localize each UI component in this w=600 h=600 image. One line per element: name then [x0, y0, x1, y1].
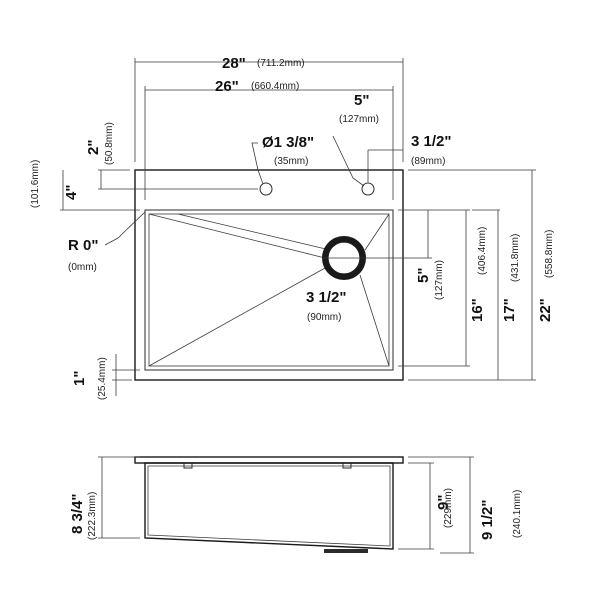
slope-line: [148, 267, 326, 367]
faucet-hole-left: [259, 182, 273, 196]
drain-stub: [324, 549, 368, 553]
sink-bowl-outline: [144, 209, 394, 371]
dim-9-1-2-mm: (240.1mm): [512, 490, 523, 538]
side-view: 8 3/4" (222.3mm) 9" (229mm) 9 1/2" (240.…: [69, 456, 523, 554]
sink-flange: [134, 456, 404, 464]
slope-line: [148, 213, 326, 259]
dim-drain-inch: 3 1/2": [306, 289, 346, 306]
hole-leader-left: [251, 142, 264, 185]
dim-8-3-4-inch: 8 3/4": [69, 494, 86, 534]
faucet-hole-right: [361, 182, 375, 196]
sink-body: [144, 462, 394, 550]
dim-hole-inch: Ø1 3/8": [262, 134, 314, 151]
dim-right-offset-mm: (89mm): [411, 156, 445, 167]
dim-5-mm: (127mm): [339, 114, 379, 125]
dim-22-inch: 22": [537, 298, 554, 322]
dim-4-mm: (101.6mm): [30, 160, 41, 208]
dim-28-inch: 28": [222, 55, 246, 72]
dim-drain-offset-mm: (127mm): [434, 260, 445, 300]
dim-2-inch: 2": [85, 140, 102, 155]
dim-hole-mm: (35mm): [274, 156, 308, 167]
dim-8-3-4-mm: (222.3mm): [87, 492, 98, 540]
slope-line: [364, 213, 390, 251]
radius-leader: [104, 211, 146, 246]
dim-2-mm: (50.8mm): [104, 122, 115, 165]
dim-9-1-2-inch: 9 1/2": [479, 500, 496, 540]
dim-5-inch: 5": [354, 92, 369, 109]
dim-9-inch: 9": [435, 495, 452, 510]
dim-22-mm: (558.8mm): [544, 230, 555, 278]
dim-26-inch: 26": [215, 78, 239, 95]
mounting-clip-left: [183, 462, 193, 469]
hole-leader-right: [332, 135, 365, 187]
dim-radius-mm: (0mm): [68, 262, 97, 273]
dim-right-offset-inch: 3 1/2": [411, 133, 451, 150]
dim-radius-inch: R 0": [68, 237, 98, 254]
top-view: 28" (711.2mm) 26" (660.4mm) 5" (127mm) Ø…: [30, 55, 555, 400]
sink-body-inner: [147, 465, 391, 547]
slope-line: [359, 274, 390, 367]
mounting-clip-right: [342, 462, 352, 469]
dim-28-mm: (711.2mm): [257, 58, 305, 69]
dim-17-mm: (431.8mm): [510, 234, 521, 282]
dim-drain-offset-inch: 5": [415, 268, 432, 283]
dim-17-inch: 17": [501, 298, 518, 322]
dim-9-mm: (229mm): [443, 488, 454, 528]
slope-line: [177, 213, 331, 251]
sink-outer-outline: [134, 169, 404, 381]
dim-1-inch: 1": [71, 371, 88, 386]
dim-drain-mm: (90mm): [307, 312, 341, 323]
sink-bowl-inner: [148, 213, 390, 367]
dim-26-mm: (660.4mm): [251, 81, 299, 92]
dim-1-mm: (25.4mm): [97, 357, 108, 400]
dim-16-inch: 16": [469, 298, 486, 322]
dim-4-inch: 4": [63, 185, 80, 200]
dim-16-mm: (406.4mm): [477, 227, 488, 275]
